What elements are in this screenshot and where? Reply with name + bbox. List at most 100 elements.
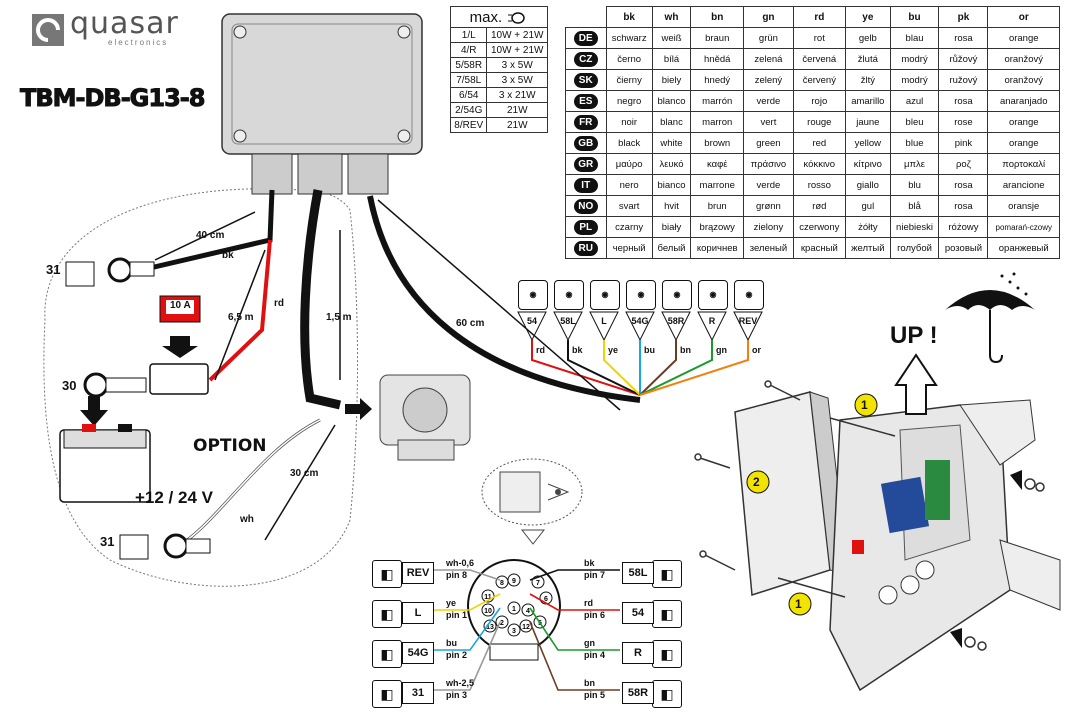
terminal-connector	[517, 311, 547, 342]
ground-31-label: 31	[46, 262, 61, 277]
ground-icon: ◧	[372, 680, 402, 708]
socket-wire-code: bu	[446, 638, 457, 648]
terminal-connector	[733, 311, 763, 342]
socket-wire	[434, 569, 501, 581]
color-name: красный	[792, 237, 847, 259]
socket-function-label: R	[622, 642, 654, 664]
terminal-label: L	[601, 316, 607, 326]
terminal-wire-code: bu	[644, 345, 655, 355]
pin-number: 2	[500, 620, 504, 627]
terminal-connector	[625, 311, 655, 342]
color-name: λευκό	[651, 153, 692, 175]
junction-box	[221, 13, 423, 195]
socket-function-label: 54G	[402, 642, 434, 664]
power-circuit: 8/REV	[449, 117, 488, 133]
power-value: 21W	[486, 117, 548, 133]
terminal-label: 54	[526, 316, 537, 326]
socket-wire-code: bn	[584, 678, 595, 688]
pin-number: 9	[512, 578, 516, 585]
length-6-5m-label: 6,5 m	[228, 312, 254, 323]
language-badge: RU	[573, 240, 598, 256]
language-badge: SK	[573, 72, 598, 88]
socket-wire-code: rd	[584, 598, 593, 608]
terminal-wire-code: ye	[608, 345, 619, 355]
pin-number: 11	[484, 594, 492, 601]
battery-icon	[59, 396, 151, 503]
right-arrow-icon: ◧	[652, 640, 682, 668]
language-cell: GB	[565, 132, 607, 154]
socket-wire	[529, 621, 620, 691]
up-label: UP !	[890, 322, 938, 349]
right-arrow-icon: ◉	[698, 280, 728, 310]
terminal-wire	[603, 340, 641, 396]
parking-left-icon: ◉	[554, 280, 584, 310]
callout-2: 2	[753, 475, 760, 489]
battery-ring-terminal	[83, 372, 147, 398]
terminal-wire-code: gn	[716, 345, 727, 355]
cable-bk-ground	[149, 189, 275, 271]
terminal-wire-code: or	[752, 345, 761, 355]
bk-wire-label: bk	[222, 250, 234, 261]
bulb-icon	[508, 11, 526, 24]
language-cell: FR	[565, 111, 607, 133]
arrow-to-socket-icon	[345, 398, 372, 420]
language-badge: PL	[573, 219, 598, 235]
umbrella-icon	[945, 272, 1035, 364]
length-30cm-label: 30 cm	[290, 468, 319, 479]
reverse-icon: ◧	[372, 560, 402, 588]
color-name: розовый	[938, 237, 989, 259]
socket-pin-number: pin 8	[446, 570, 468, 580]
fog-lamp-icon: ◉	[626, 280, 656, 310]
cable-main-socket	[300, 189, 342, 410]
terminal-wire	[567, 340, 641, 396]
fog-lamp-icon: ◧	[372, 640, 402, 668]
language-badge: DE	[573, 30, 598, 46]
terminal-connector	[661, 311, 691, 342]
language-cell: GR	[565, 153, 607, 175]
color-name: růžový	[938, 48, 989, 70]
color-name: голубой	[889, 237, 940, 259]
socket-wire	[529, 607, 620, 651]
housing-exploded-view	[734, 391, 1061, 692]
language-cell: NO	[565, 195, 607, 217]
color-name: белый	[651, 237, 692, 259]
terminal-wire	[639, 340, 713, 396]
socket-pin-number: pin 7	[584, 570, 606, 580]
language-cell: RU	[565, 237, 607, 259]
pin-number: 7	[536, 580, 540, 587]
model-title: TBM-DB-G13-8	[19, 84, 205, 113]
ground-31-label-bottom: 31	[100, 534, 115, 549]
socket-pin-number: pin 4	[584, 650, 606, 660]
power-header-text: max.	[469, 8, 503, 26]
socket-function-label: 31	[402, 682, 434, 704]
terminal-label: 54G	[631, 316, 649, 326]
stop-icon: ◉	[518, 280, 548, 310]
parking-right-icon: ◉	[662, 280, 692, 310]
pin-circle	[483, 619, 497, 633]
color-name: желтый	[845, 237, 891, 259]
pin-circle	[521, 603, 535, 617]
socket-plug	[379, 374, 471, 461]
callout-badges	[746, 393, 878, 616]
socket-pin-number: pin 1	[446, 610, 468, 620]
language-cell: DE	[565, 27, 607, 49]
brand-sub: electronics	[108, 38, 169, 47]
language-badge: FR	[573, 114, 598, 130]
color-code-header: wh	[651, 6, 692, 28]
socket-function-label: 58L	[622, 562, 654, 584]
socket-function-label: 58R	[622, 682, 654, 704]
pin-number: 4	[526, 608, 530, 615]
socket-wire-code: bk	[584, 558, 595, 568]
terminal-connector	[697, 311, 727, 342]
